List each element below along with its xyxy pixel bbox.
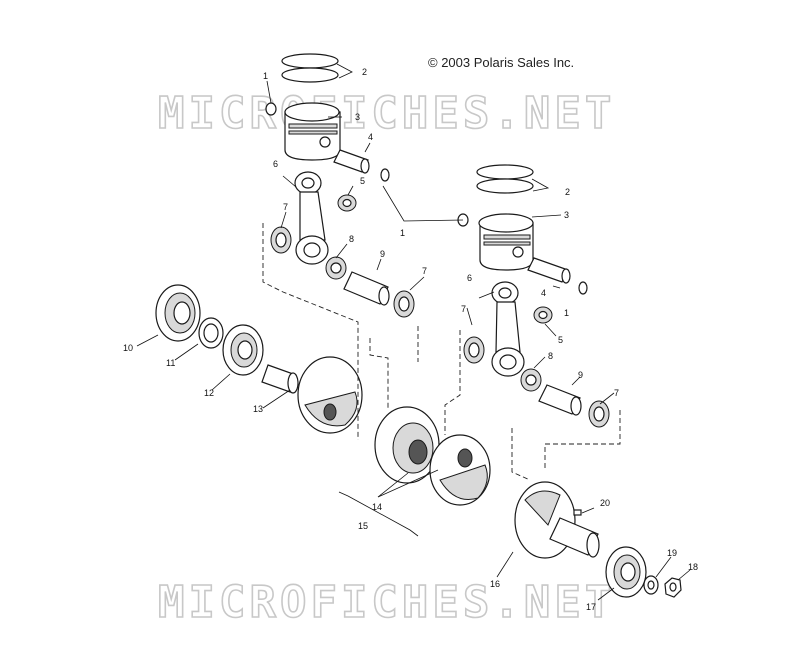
callout-8-left: 8 bbox=[349, 234, 354, 244]
nut bbox=[664, 577, 682, 598]
callout-6-right: 6 bbox=[467, 273, 472, 283]
main-bearing-center-left bbox=[222, 324, 264, 376]
callout-5-right: 5 bbox=[558, 335, 563, 345]
right-big-end-bearing bbox=[520, 368, 542, 392]
callout-2-left: 2 bbox=[362, 67, 367, 77]
copyright-notice: © 2003 Polaris Sales Inc. bbox=[428, 55, 574, 70]
callout-4-right: 4 bbox=[541, 288, 546, 298]
callout-9-right: 9 bbox=[578, 370, 583, 380]
right-piston bbox=[478, 213, 534, 271]
callout-7-right-a: 7 bbox=[461, 304, 466, 314]
callout-1-center: 1 bbox=[400, 228, 405, 238]
callout-3-left: 3 bbox=[355, 112, 360, 122]
callout-1-right: 1 bbox=[564, 308, 569, 318]
callout-numbers: 1 2 3 4 5 6 7 8 9 7 1 2 3 4 1 5 6 7 8 9 … bbox=[123, 67, 698, 612]
crankshaft-half-left bbox=[261, 356, 363, 434]
callout-15: 15 bbox=[358, 521, 368, 531]
center-crank-web-right bbox=[429, 434, 491, 506]
callout-11: 11 bbox=[166, 358, 175, 368]
left-piston-pin bbox=[333, 149, 370, 174]
alignment-lines bbox=[262, 223, 621, 481]
watermark-top: MICROFICHES.NET bbox=[158, 88, 615, 139]
main-bearing-left bbox=[155, 284, 201, 342]
callout-18: 18 bbox=[688, 562, 698, 572]
center-crank-web-left bbox=[374, 406, 440, 484]
callout-14: 14 bbox=[372, 502, 382, 512]
callout-6-left: 6 bbox=[273, 159, 278, 169]
right-crank-pin bbox=[538, 384, 582, 416]
left-circlip-mid bbox=[380, 168, 390, 182]
callout-12: 12 bbox=[204, 388, 214, 398]
callout-9-left: 9 bbox=[380, 249, 385, 259]
left-thrust-washer-b bbox=[393, 290, 415, 318]
left-piston bbox=[284, 102, 341, 161]
callout-19: 19 bbox=[667, 548, 677, 558]
callout-5-left: 5 bbox=[360, 176, 365, 186]
woodruff-key bbox=[573, 509, 582, 516]
right-piston-rings bbox=[476, 164, 534, 194]
callout-3-right: 3 bbox=[564, 210, 569, 220]
callout-17: 17 bbox=[586, 602, 596, 612]
right-connecting-rod bbox=[491, 281, 525, 377]
callout-2-right: 2 bbox=[565, 187, 570, 197]
left-piston-rings bbox=[281, 53, 339, 83]
callout-13: 13 bbox=[253, 404, 263, 414]
right-piston-pin bbox=[527, 257, 571, 284]
main-bearing-right bbox=[605, 546, 647, 598]
callout-8-right: 8 bbox=[548, 351, 553, 361]
crankshaft-half-right bbox=[514, 481, 600, 559]
right-thrust-washer-b bbox=[588, 400, 610, 428]
right-circlip-mid bbox=[578, 281, 588, 295]
spacer-ring bbox=[198, 317, 224, 349]
callout-10: 10 bbox=[123, 343, 133, 353]
leader-lines bbox=[136, 63, 691, 601]
watermark-bottom: MICROFICHES.NET bbox=[158, 577, 615, 628]
left-connecting-rod bbox=[294, 171, 329, 265]
washer bbox=[643, 575, 659, 595]
right-thrust-washer-a bbox=[463, 336, 485, 364]
left-crank-pin bbox=[343, 271, 390, 306]
left-big-end-bearing bbox=[325, 256, 347, 280]
left-small-end-bearing bbox=[337, 194, 357, 212]
left-circlip-top bbox=[265, 102, 277, 116]
callout-4-left: 4 bbox=[368, 132, 373, 142]
callout-20: 20 bbox=[600, 498, 610, 508]
right-small-end-bearing bbox=[533, 306, 553, 324]
left-thrust-washer-a bbox=[270, 226, 292, 254]
callout-1-left-top: 1 bbox=[263, 71, 268, 81]
callout-7-right-b: 7 bbox=[614, 388, 619, 398]
callout-7-left-a: 7 bbox=[283, 202, 288, 212]
callout-7-left-b: 7 bbox=[422, 266, 427, 276]
callout-16: 16 bbox=[490, 579, 500, 589]
